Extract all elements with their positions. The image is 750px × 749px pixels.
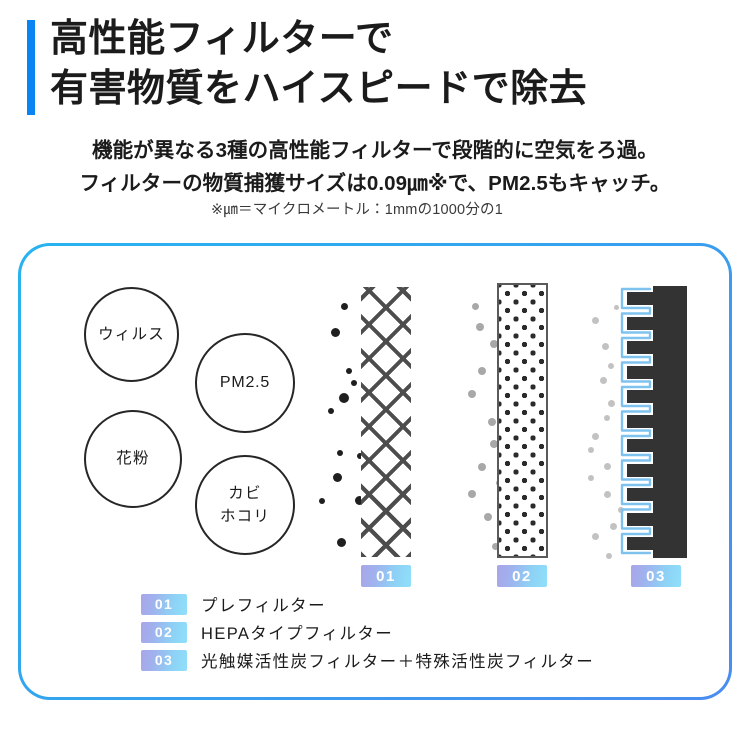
particle-dot bbox=[468, 390, 476, 398]
particle-dot bbox=[592, 317, 599, 324]
particle-dot bbox=[339, 393, 349, 403]
particle-dot bbox=[592, 433, 599, 440]
carbon-tooth bbox=[627, 365, 653, 379]
particle-dot bbox=[606, 553, 612, 559]
carbon-tooth bbox=[627, 537, 653, 550]
particle-dot bbox=[610, 523, 617, 530]
particle-dot bbox=[492, 543, 499, 550]
particle-dot bbox=[588, 447, 594, 453]
particle-dot bbox=[478, 463, 486, 471]
title-accent-bar bbox=[27, 20, 35, 115]
panel-badge-03: 03 bbox=[631, 565, 681, 587]
particle-circle-pm25: PM2.5 bbox=[195, 333, 295, 433]
filter-diagram: ウィルス PM2.5 花粉 カビ ホコリ 01 02 03 01 プレフィルター… bbox=[18, 243, 732, 700]
particle-dot bbox=[608, 363, 614, 369]
carbon-tooth bbox=[627, 390, 653, 403]
filter-panel-02 bbox=[497, 283, 548, 558]
particle-circle-label: ウィルス bbox=[98, 325, 165, 343]
particle-dot bbox=[490, 340, 498, 348]
particle-dot bbox=[351, 380, 357, 386]
particle-dot bbox=[600, 377, 607, 384]
footnote-text: ※㎛＝マイクロメートル：1mmの1000分の1 bbox=[210, 202, 503, 218]
legend-item-02: 02 HEPAタイプフィルター bbox=[141, 619, 594, 645]
particle-dot bbox=[319, 498, 325, 504]
particle-dot bbox=[604, 491, 611, 498]
particle-dot bbox=[604, 463, 611, 470]
particle-circle-label: カビ ホコリ bbox=[219, 484, 271, 525]
particle-dot bbox=[592, 533, 599, 540]
carbon-tooth bbox=[627, 316, 653, 330]
particle-dot bbox=[614, 305, 619, 310]
filter-panel-01 bbox=[361, 287, 411, 557]
particle-dot bbox=[337, 538, 346, 547]
particle-dot bbox=[490, 440, 498, 448]
particle-dot bbox=[484, 513, 492, 521]
particle-dot bbox=[357, 453, 363, 459]
carbon-tooth bbox=[627, 488, 653, 501]
particle-circle-mold: カビ ホコリ bbox=[195, 455, 295, 555]
particle-dot bbox=[337, 450, 343, 456]
particle-circle-label: PM2.5 bbox=[219, 374, 271, 391]
legend-label-03: 光触媒活性炭フィルター＋特殊活性炭フィルター bbox=[201, 653, 595, 671]
filter-panel-03 bbox=[619, 286, 687, 558]
airflow-zigzag-icon bbox=[620, 287, 652, 555]
carbon-tooth bbox=[627, 292, 653, 305]
particle-dot bbox=[608, 400, 615, 407]
legend-badge-03: 03 bbox=[141, 649, 187, 671]
particle-dot bbox=[331, 328, 340, 337]
carbon-tooth bbox=[627, 414, 653, 428]
page-title: 高性能フィルターで 有害物質をハイスピードで除去 bbox=[50, 18, 588, 111]
particle-dot bbox=[472, 303, 479, 310]
carbon-tooth bbox=[627, 439, 653, 452]
particle-circle-pollen: 花粉 bbox=[84, 410, 182, 508]
particle-dot bbox=[355, 496, 364, 505]
panel-badge-02: 02 bbox=[497, 565, 547, 587]
legend-item-03: 03 光触媒活性炭フィルター＋特殊活性炭フィルター bbox=[141, 647, 594, 673]
footnote: ※㎛＝マイクロメートル：1mmの1000分の1 bbox=[0, 198, 750, 219]
particle-dot bbox=[488, 418, 496, 426]
particle-dot bbox=[468, 490, 476, 498]
panel-badge-01: 01 bbox=[361, 565, 411, 587]
particle-dot bbox=[588, 475, 594, 481]
particle-circle-label: 花粉 bbox=[116, 450, 150, 468]
legend-label-01: プレフィルター bbox=[201, 597, 326, 615]
legend-item-01: 01 プレフィルター bbox=[141, 591, 594, 617]
header: 高性能フィルターで 有害物質をハイスピードで除去 機能が異なる3種の高性能フィル… bbox=[0, 0, 750, 230]
particle-dot bbox=[346, 368, 352, 374]
legend-label-02: HEPAタイプフィルター bbox=[201, 625, 394, 643]
carbon-tooth bbox=[627, 512, 653, 526]
particle-dot bbox=[476, 323, 484, 331]
legend-badge-01: 01 bbox=[141, 593, 187, 615]
particle-dot bbox=[333, 473, 342, 482]
particle-dot bbox=[602, 343, 609, 350]
carbon-tooth bbox=[627, 463, 653, 477]
particle-dot bbox=[341, 303, 348, 310]
carbon-block bbox=[653, 286, 687, 558]
page-subtitle: 機能が異なる3種の高性能フィルターで段階的に空気をろ過。 フィルターの物質捕獲サ… bbox=[79, 139, 671, 196]
particle-dot bbox=[604, 415, 610, 421]
particle-circle-virus: ウィルス bbox=[84, 287, 179, 382]
legend-badge-02: 02 bbox=[141, 621, 187, 643]
carbon-tooth bbox=[627, 341, 653, 354]
particle-dot bbox=[328, 408, 334, 414]
legend: 01 プレフィルター 02 HEPAタイプフィルター 03 光触媒活性炭フィルタ… bbox=[141, 591, 594, 675]
particle-dot bbox=[478, 367, 486, 375]
